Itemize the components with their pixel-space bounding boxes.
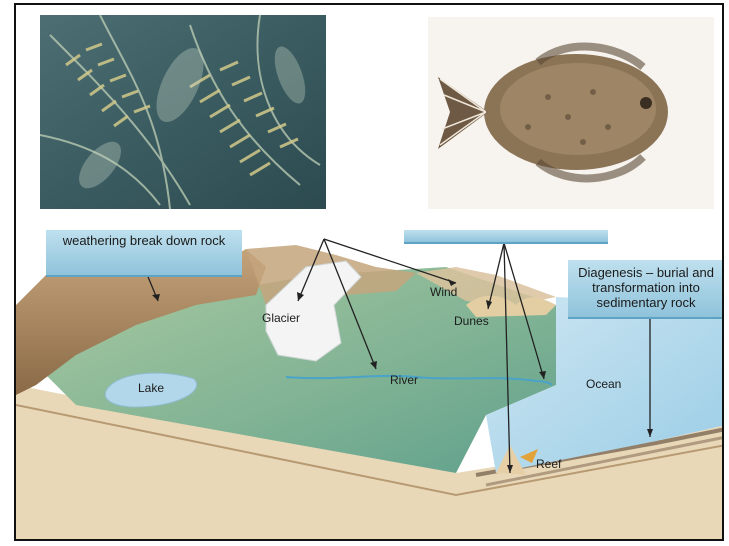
figure-frame: weathering break down rock Diagenesis – …: [14, 3, 724, 541]
river-label: River: [390, 373, 418, 387]
lake-label: Lake: [138, 381, 164, 395]
dunes-label: Dunes: [454, 314, 489, 328]
glacier-label: Glacier: [262, 311, 300, 325]
reef-label: Reef: [536, 457, 561, 471]
transport-callout-cropped: [404, 230, 608, 244]
ocean-label: Ocean: [586, 377, 621, 391]
weathering-callout: weathering break down rock: [46, 230, 242, 277]
diagenesis-callout: Diagenesis – burial and transformation i…: [568, 260, 724, 319]
wind-label: Wind: [430, 285, 457, 299]
